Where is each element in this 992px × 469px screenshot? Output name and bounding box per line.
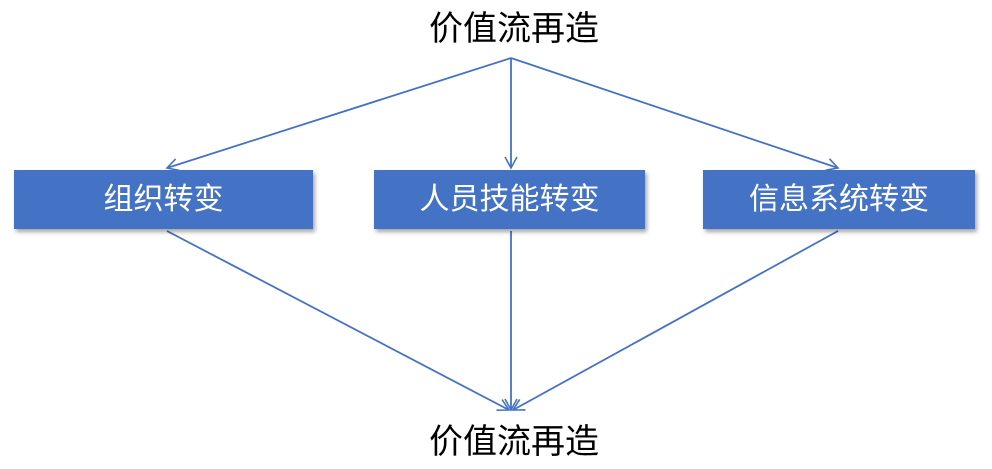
arrow-org-to-bottom: [166, 230, 511, 412]
node-information-system-change: 信息系统转变: [703, 170, 975, 229]
bottom-label: 价值流再造: [429, 422, 599, 462]
node-organization-change: 组织转变: [14, 170, 313, 229]
arrow-top-to-is: [510, 57, 840, 171]
top-label: 价值流再造: [429, 9, 599, 49]
arrow-is-to-bottom: [511, 230, 839, 411]
arrow-top-to-org: [165, 57, 512, 172]
node-personnel-skill-change: 人员技能转变: [374, 170, 645, 229]
